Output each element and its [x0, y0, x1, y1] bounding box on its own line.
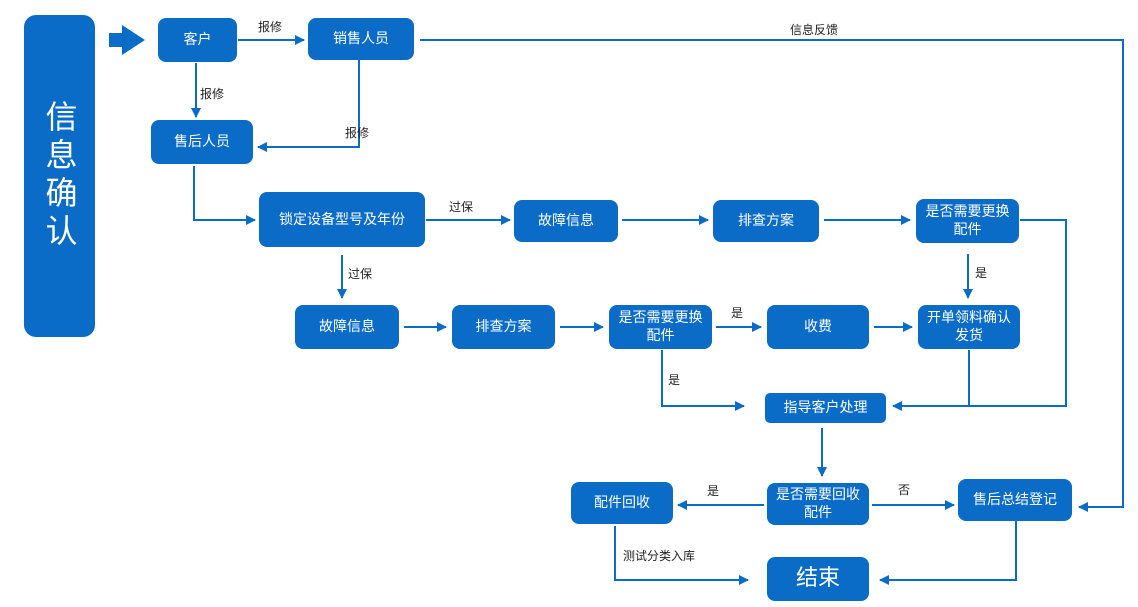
node-lock-model: 锁定设备型号及年份 — [259, 192, 425, 247]
label-report-1: 报修 — [258, 20, 283, 34]
node-fault-info-top-label: 故障信息 — [538, 213, 594, 229]
node-customer: 客户 — [158, 18, 237, 62]
sidebar-title: 信息确认 — [24, 15, 95, 337]
label-no-1: 否 — [898, 483, 911, 497]
node-fault-info-mid-label: 故障信息 — [319, 319, 375, 335]
node-summary: 售后总结登记 — [958, 479, 1072, 521]
edge-replace-top-guide — [892, 219, 1067, 411]
node-parts-recycle: 配件回收 — [571, 482, 673, 524]
node-lock-model-label: 锁定设备型号及年份 — [279, 211, 405, 228]
node-need-recycle: 是否需要回收配件 — [767, 483, 869, 525]
node-need-replace-mid: 是否需要更换配件 — [609, 305, 712, 349]
node-plan-mid-label: 排查方案 — [475, 319, 532, 335]
label-yes-4: 是 — [707, 484, 720, 498]
node-fault-info-top: 故障信息 — [514, 200, 618, 242]
node-plan-mid: 排查方案 — [452, 305, 555, 349]
label-report-2: 报修 — [200, 87, 225, 101]
node-need-replace-top: 是否需要更换配件 — [916, 199, 1019, 243]
edge-sales-aftersales — [257, 60, 360, 152]
node-need-recycle-label: 是否需要回收配件 — [776, 487, 860, 521]
node-sales: 销售人员 — [308, 18, 414, 60]
node-fault-info-mid: 故障信息 — [295, 305, 399, 349]
start-arrow-icon — [109, 25, 145, 55]
node-end: 结束 — [767, 557, 869, 601]
node-plan-top-label: 排查方案 — [738, 213, 794, 229]
edge-summary-end — [879, 521, 1017, 585]
node-aftersales-label: 售后人员 — [174, 134, 230, 150]
node-guide-customer: 指导客户处理 — [765, 393, 886, 423]
node-end-label: 结束 — [795, 566, 840, 591]
edge-replace-mid-guide — [661, 350, 745, 411]
edge-parts-end — [614, 526, 749, 585]
label-yes-3: 是 — [668, 373, 681, 387]
node-charge: 收费 — [767, 305, 869, 349]
label-warranty-1: 过保 — [449, 200, 474, 214]
node-summary-label: 售后总结登记 — [973, 492, 1057, 508]
node-guide-customer-label: 指导客户处理 — [783, 400, 868, 416]
label-yes-2: 是 — [731, 306, 744, 320]
node-issue-parts: 开单领料确认发货 — [918, 305, 1020, 349]
label-test-store: 测试分类入库 — [623, 549, 696, 563]
label-report-3: 报修 — [345, 126, 370, 140]
node-need-replace-top-label: 是否需要更换配件 — [925, 204, 1010, 238]
sidebar-title-text: 信息确认 — [40, 100, 79, 252]
node-issue-parts-label: 开单领料确认发货 — [927, 310, 1011, 344]
edge-aftersales-lock — [193, 166, 256, 225]
label-feedback: 信息反馈 — [790, 23, 839, 37]
node-need-replace-mid-label: 是否需要更换配件 — [618, 310, 703, 344]
label-yes-1: 是 — [975, 266, 988, 280]
node-plan-top: 排查方案 — [713, 200, 819, 242]
node-sales-label: 销售人员 — [333, 31, 389, 47]
node-parts-recycle-label: 配件回收 — [594, 495, 650, 511]
edge-feedback — [420, 39, 1124, 512]
label-warranty-2: 过保 — [348, 267, 373, 281]
node-customer-label: 客户 — [183, 32, 212, 48]
node-aftersales: 售后人员 — [151, 120, 253, 164]
edge-issue-guide — [900, 350, 970, 407]
node-charge-label: 收费 — [804, 319, 832, 335]
